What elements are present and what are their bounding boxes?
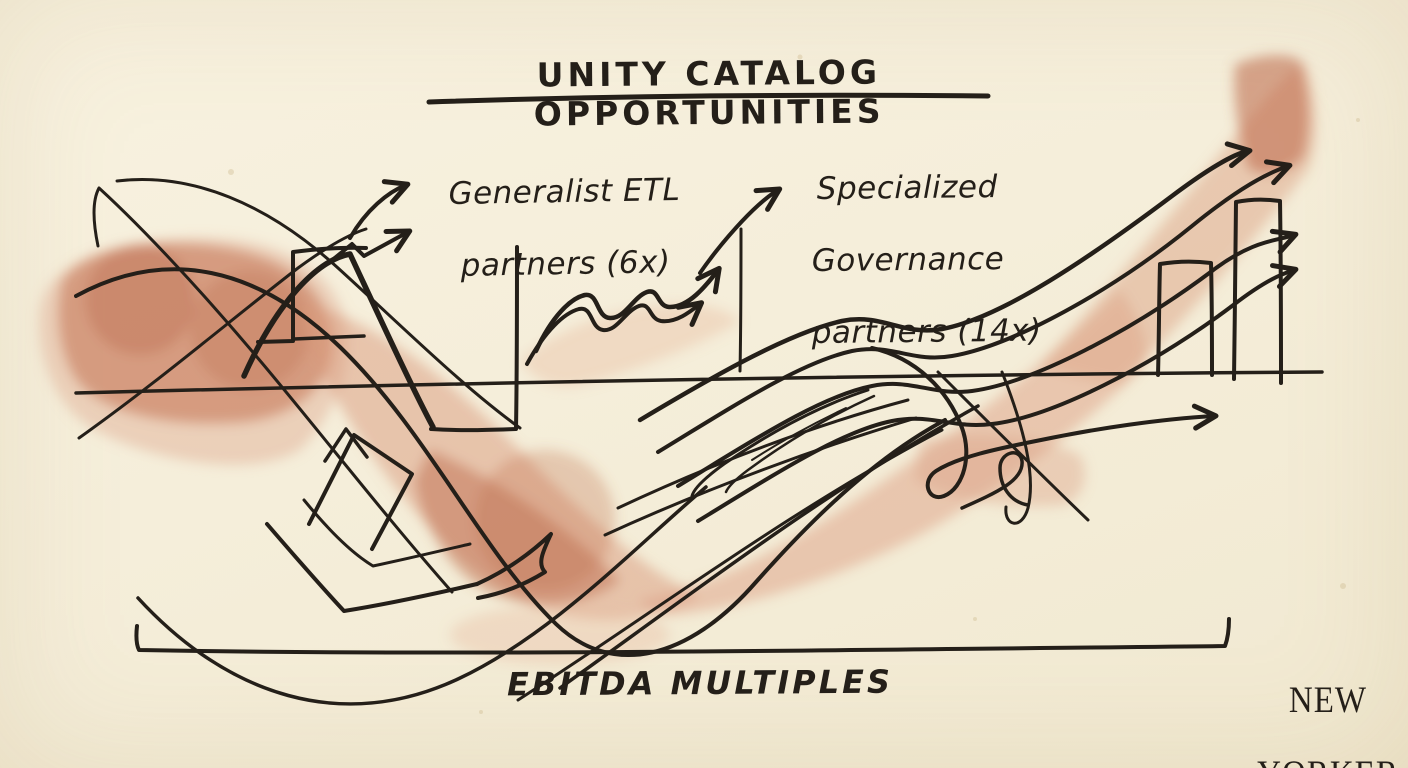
- annotation-generalist-line1: Generalist ETL: [448, 171, 681, 213]
- x-axis-label: EBITDA MULTIPLES: [506, 662, 894, 704]
- paper-texture: [228, 54, 1360, 714]
- axis-line: [74, 370, 1324, 395]
- ink-lines: [74, 92, 1324, 706]
- bottom-bracket: [134, 617, 1231, 655]
- new-yorker-logo: NEW YORKER: [1248, 646, 1408, 768]
- annotation-specialized-line3: partners (14x): [811, 312, 1042, 352]
- squiggle-arrows: [525, 265, 722, 366]
- vertical-rule: [738, 227, 743, 373]
- logo-line1: NEW: [1288, 680, 1368, 722]
- chevron-scribbles: [265, 427, 553, 613]
- annotation-generalist-line2: partners (6x): [460, 244, 671, 284]
- chart-title: UNITY CATALOG OPPORTUNITIES: [533, 52, 885, 134]
- leaf-lines: [603, 388, 918, 537]
- bar-outlines: [1156, 197, 1283, 385]
- annotation-specialized-line1: Specialized: [816, 169, 998, 207]
- annotation-arrows: [329, 179, 783, 275]
- logo-line2: YORKER: [1248, 756, 1408, 768]
- annotation-specialized: Specialized Governance partners (14x): [767, 133, 1050, 388]
- title-underline: [426, 92, 991, 105]
- annotation-generalist: Generalist ETL partners (6x): [408, 135, 721, 320]
- annotation-specialized-line2: Governance: [811, 240, 1005, 280]
